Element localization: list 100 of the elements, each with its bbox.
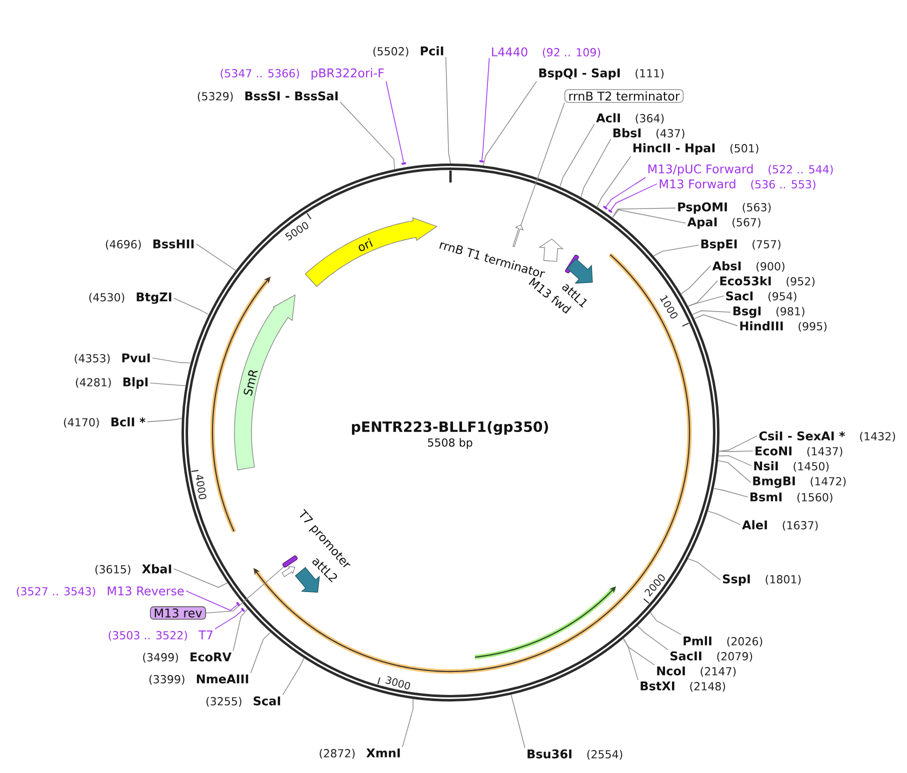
site-position: (4353): [74, 354, 110, 364]
leader-line: [186, 590, 238, 611]
site-position: (501): [730, 144, 758, 154]
site-position: (2872): [320, 748, 355, 759]
leader-line: [718, 460, 751, 483]
primer-site-mark: [608, 209, 612, 213]
leader-line: [707, 510, 741, 526]
enzyme-name: AclI: [596, 113, 620, 122]
leader-line: [636, 626, 668, 650]
leader-line: [196, 244, 236, 271]
primer-name: M13 Forward: [660, 179, 736, 188]
enzyme-name: NcoI: [657, 666, 685, 676]
leader-line: [206, 566, 284, 614]
enzyme-name: AbsI: [712, 261, 741, 270]
primer-position: (92 .. 109): [542, 48, 600, 58]
site-position: (981): [776, 306, 804, 317]
primer-name: pBR322ori-F: [312, 68, 384, 80]
primer-name: M13/pUC Forward: [648, 164, 753, 176]
enzyme-name: BclI *: [111, 417, 146, 426]
enzyme-name: EcoNI: [756, 446, 792, 456]
enzyme-name: PspOMI: [678, 202, 727, 214]
primer-position: (5347 .. 5366): [220, 68, 300, 79]
enzyme-name: BsgI: [733, 306, 761, 318]
enzyme-name: SspI: [722, 574, 750, 586]
leader-line: [510, 694, 526, 748]
site-position: (1472): [810, 476, 846, 487]
scale-label: 4000: [196, 474, 206, 500]
leader-line: [606, 176, 646, 207]
site-position: (2554): [587, 750, 622, 760]
enzyme-name: CsiI - SexAI *: [759, 431, 846, 440]
primer-position: (522 .. 544): [768, 164, 833, 175]
site-position: (1637): [782, 520, 818, 531]
site-position: (3615): [95, 564, 130, 575]
site-position: (437): [656, 128, 684, 139]
primer-site-mark: [602, 206, 608, 210]
primer-site-mark: [236, 602, 240, 606]
site-position: (1560): [797, 492, 832, 503]
enzyme-name: BstXI: [640, 682, 674, 690]
enzyme-name: AleI: [742, 520, 767, 530]
enzyme-name: BspEI: [701, 240, 737, 251]
primer-position: (3503 .. 3522): [108, 630, 187, 641]
site-position: (2079): [717, 652, 752, 662]
leader-line: [612, 209, 686, 224]
site-position: (3255): [206, 696, 242, 707]
enzyme-name: PciI: [420, 46, 444, 56]
site-position: (757): [752, 240, 780, 250]
enzyme-name: NmeAIII: [196, 674, 248, 684]
leader-line: [580, 138, 612, 198]
leader-line: [402, 698, 414, 748]
enzyme-name: EcoRV: [190, 652, 232, 662]
enzyme-name: SacI: [726, 291, 753, 300]
leader-line: [560, 124, 595, 188]
enzyme-name: HindIII: [740, 321, 783, 330]
leader-line: [173, 568, 228, 588]
primer-site-mark: [401, 162, 406, 165]
site-position: (4170): [64, 418, 99, 428]
site-position: (4530): [89, 292, 124, 303]
site-position: (567): [732, 218, 760, 228]
leader-line: [482, 80, 537, 166]
primer-position: (536 .. 553): [751, 180, 816, 190]
site-position: (3399): [149, 674, 184, 685]
leader-line: [692, 310, 732, 315]
feature-label-box: rrnB T2 terminator: [564, 89, 684, 103]
primer-name: M13 Reverse: [108, 586, 184, 596]
leader-line: [214, 610, 242, 630]
enzyme-name: NsiI: [754, 461, 778, 470]
enzyme-name: XbaI: [142, 564, 172, 574]
leader-line: [232, 608, 248, 652]
enzyme-name: ApaI: [687, 218, 717, 229]
enzyme-name: BssSI - BssSaI: [245, 91, 338, 100]
site-position: (5329): [198, 92, 233, 102]
site-position: (1432): [860, 432, 895, 442]
primer-site-mark: [478, 160, 484, 162]
leader-line: [650, 612, 682, 635]
leader-line: [718, 455, 752, 466]
enzyme-name: BbsI: [613, 128, 641, 138]
site-position: (1437): [807, 446, 842, 457]
enzyme-name: PmlI: [684, 636, 712, 646]
site-position: (2148): [690, 682, 726, 692]
site-position: (563): [742, 202, 771, 213]
leader-line: [612, 208, 676, 218]
leader-line: [596, 156, 632, 208]
leader-line: [481, 58, 490, 160]
leader-line: [150, 382, 186, 386]
leader-line: [282, 658, 304, 696]
enzyme-name: XmnI: [366, 748, 400, 758]
primer-position: (3527 .. 3543): [16, 586, 96, 597]
leader-line: [174, 298, 210, 315]
site-position: (1801): [766, 574, 801, 585]
leader-line: [688, 296, 724, 307]
enzyme-name: HincII - HpaI: [633, 143, 715, 155]
enzyme-name: BtgZI: [136, 292, 172, 304]
scale-label: 3000: [385, 676, 410, 690]
site-position: (952): [786, 276, 814, 287]
feature-band: SmR: [234, 294, 296, 470]
site-position: (954): [768, 292, 796, 302]
site-position: (4281): [76, 378, 111, 388]
enzyme-name: BsmI: [750, 492, 782, 502]
primer-name: T7: [198, 630, 212, 640]
feature-label-box: M13 rev: [150, 606, 206, 620]
